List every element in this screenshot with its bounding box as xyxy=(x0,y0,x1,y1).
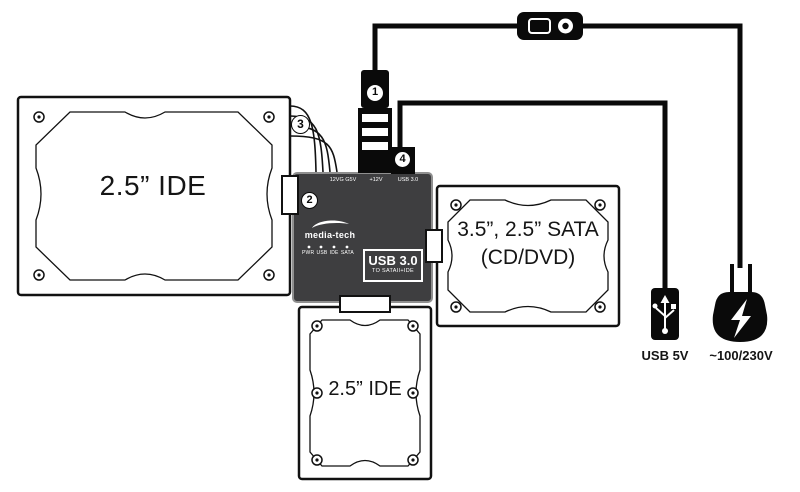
drive-bottom-label: 2.5” IDE xyxy=(328,378,402,400)
tab-bottom-drive xyxy=(339,295,391,313)
connector-tabs xyxy=(281,175,443,313)
adapter-port-label-usb: USB 3.0 xyxy=(397,177,419,183)
drive-left-label: 2.5” IDE xyxy=(99,170,207,201)
switch-rocker xyxy=(528,18,551,34)
drive-right xyxy=(435,184,621,328)
led-label-ide: IDE xyxy=(329,250,339,256)
usb-plug xyxy=(651,288,679,340)
power-plug-label: ~100/230V xyxy=(709,348,773,363)
usb-plug-label: USB 5V xyxy=(641,348,689,363)
wire-switch-to-power-plug xyxy=(583,23,743,268)
adapter-usb3-badge-subtitle: TO SATAII+IDE xyxy=(372,268,414,274)
lightning-bolt-icon xyxy=(731,299,751,338)
adapter-port-label-power-out: 12VG G5V xyxy=(329,177,357,183)
led-label-pwr: PWR xyxy=(302,250,315,256)
drive-right-label-line1: 3.5”, 2.5” SATA xyxy=(457,218,599,241)
callout-4: 4 xyxy=(394,151,411,168)
adapter-port-label-dc-in: +12V xyxy=(369,177,383,183)
drive-bottom xyxy=(297,305,433,481)
adapter-brand: media-tech xyxy=(304,230,356,240)
callout-3: 3 xyxy=(291,115,310,134)
callout-1: 1 xyxy=(366,84,384,102)
drive-bottom-pattern xyxy=(309,319,421,467)
wire-usb-plug-to-adapter xyxy=(397,100,668,292)
cables xyxy=(372,23,743,292)
power-plug xyxy=(712,264,768,342)
drive-right-pattern xyxy=(447,199,609,313)
tab-left-drive xyxy=(281,175,299,215)
adapter-usb3-badge-title: USB 3.0 xyxy=(368,253,418,268)
led-label-usb: USB xyxy=(316,250,328,256)
led-label-sata: SATA xyxy=(340,250,354,256)
tab-right-drive xyxy=(425,229,443,263)
media-tech-logo-swoosh xyxy=(312,220,349,228)
led-dots xyxy=(307,245,349,249)
inline-switch xyxy=(517,12,583,40)
callout-2: 2 xyxy=(301,192,318,209)
drive-right-label-line2: (CD/DVD) xyxy=(480,246,576,269)
usb-trident-icon xyxy=(655,301,675,330)
adapter-usb3-badge: USB 3.0 TO SATAII+IDE xyxy=(363,249,423,282)
adapter-led-labels: PWR USB IDE SATA xyxy=(302,250,354,256)
drive-left-pattern xyxy=(35,111,273,281)
wire-switch-to-adapter xyxy=(372,23,517,78)
